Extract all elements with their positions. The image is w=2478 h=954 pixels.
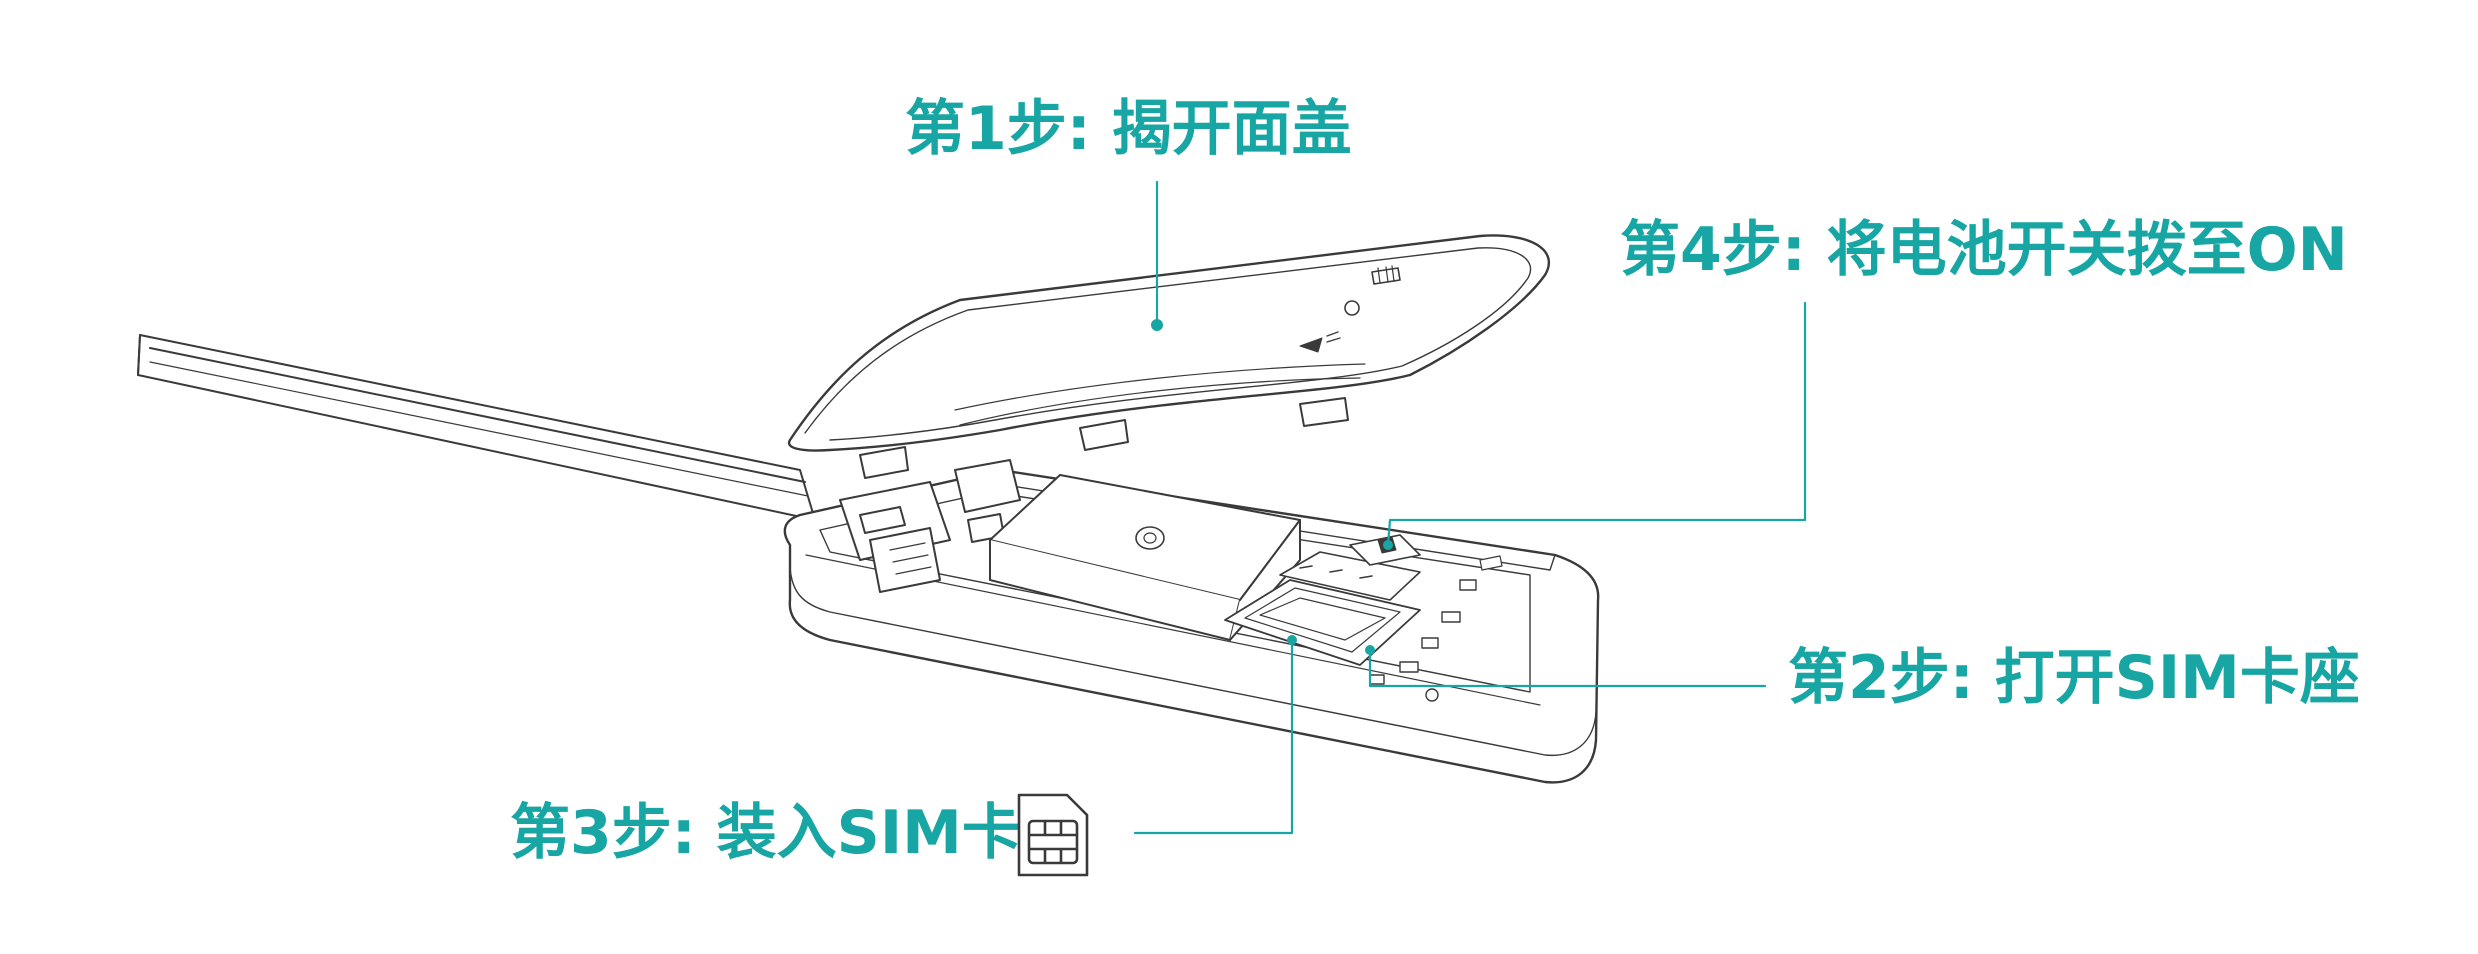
left-connector-block [839, 459, 1021, 593]
leader-step2 [1368, 648, 1767, 688]
device-lid [787, 234, 1551, 479]
leader-dot-step2 [1365, 645, 1375, 655]
leader-lines [1133, 180, 1807, 835]
step2-label: 第2步: 打开SIM卡座 [1788, 643, 2360, 713]
sim-tray [1224, 551, 1421, 666]
power-switch [1349, 534, 1421, 566]
leader-step3 [1133, 638, 1294, 835]
pcb-components [1369, 555, 1503, 702]
step3-label: 第3步: 装入SIM卡 [510, 798, 1022, 868]
leader-dot-step1 [1151, 319, 1163, 331]
antenna-cable [137, 334, 816, 521]
step1-label: 第1步: 揭开面盖 [905, 94, 1352, 164]
leader-dot-step3 [1287, 635, 1297, 645]
device-base [783, 459, 1600, 784]
sim-card-icon [1017, 793, 1089, 877]
step4-label: 第4步: 将电池开关拨至ON [1620, 215, 2348, 285]
leader-dot-step4 [1383, 540, 1393, 550]
leader-step4 [1386, 301, 1807, 547]
